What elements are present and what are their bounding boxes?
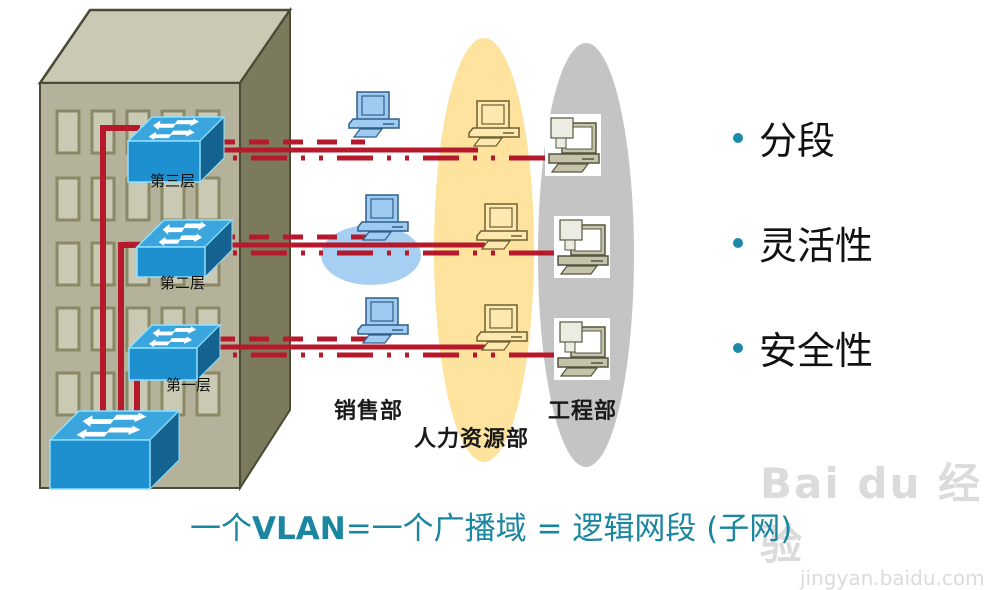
dept-label-hr: 人力资源部 (414, 426, 530, 452)
engineering-workstation-1 (545, 114, 601, 176)
hr-computer-2 (476, 203, 528, 250)
floor-label-2: 第二层 (160, 274, 206, 292)
bullet-dot-icon (733, 132, 743, 143)
bullet-dot-icon (733, 342, 743, 353)
switch-floor-3 (126, 115, 226, 184)
sales-computer-3 (357, 297, 409, 344)
building-window (55, 371, 81, 417)
sales-computer-1 (348, 91, 400, 138)
switch-arrows-icon (76, 412, 147, 439)
caption-vlan: VLAN (252, 511, 346, 547)
building-window (55, 176, 81, 222)
cable-row-2 (205, 234, 555, 256)
caption: 一个VLAN=一个广播域 = 逻辑网段 (子网) (190, 503, 792, 548)
bullet-text: 分段 (759, 119, 836, 163)
building-window (55, 306, 81, 352)
dept-label-engineering: 工程部 (548, 398, 618, 424)
vlan-diagram (37, 6, 634, 492)
floor-label-3: 第三层 (150, 172, 196, 190)
dept-label-sales: 销售部 (334, 398, 404, 424)
building-window (195, 371, 221, 417)
watermark-main: Bai du 经验 (760, 459, 982, 569)
bullet-dot-icon (733, 237, 743, 248)
switch-floor-2 (135, 218, 234, 279)
engineering-workstation-3 (554, 318, 610, 380)
switch-arrows-icon (148, 326, 197, 348)
bullet-text: 灵活性 (759, 224, 874, 268)
hr-computer-3 (476, 304, 528, 351)
hr-computer-1 (468, 100, 520, 147)
bullet-text: 安全性 (759, 329, 874, 373)
engineering-workstation-2 (554, 216, 610, 278)
caption-part3: =一个广播域 = 逻辑网段 (子网) (345, 511, 793, 547)
bullet-security: 安全性 (733, 320, 873, 375)
bullet-flexibility: 灵活性 (733, 215, 873, 270)
building-window (195, 176, 221, 222)
core-switch (48, 409, 181, 491)
floor-label-1: 第一层 (166, 376, 212, 394)
lan-cables (205, 139, 556, 358)
switch-arrows-icon (158, 221, 207, 246)
baidu-watermark: Bai du 经验 jingyan.baidu.com (760, 450, 1000, 590)
bullet-segmentation: 分段 (733, 110, 835, 165)
cable-row-3 (205, 336, 556, 358)
building-window (125, 176, 151, 222)
caption-part1: 一个 (190, 511, 252, 547)
switch-arrows-icon (148, 118, 200, 141)
watermark-url: jingyan.baidu.com (800, 566, 985, 590)
building-window (55, 109, 81, 155)
switch-floor-1 (127, 323, 222, 382)
sales-computer-2 (357, 194, 409, 241)
building-window (55, 241, 81, 287)
